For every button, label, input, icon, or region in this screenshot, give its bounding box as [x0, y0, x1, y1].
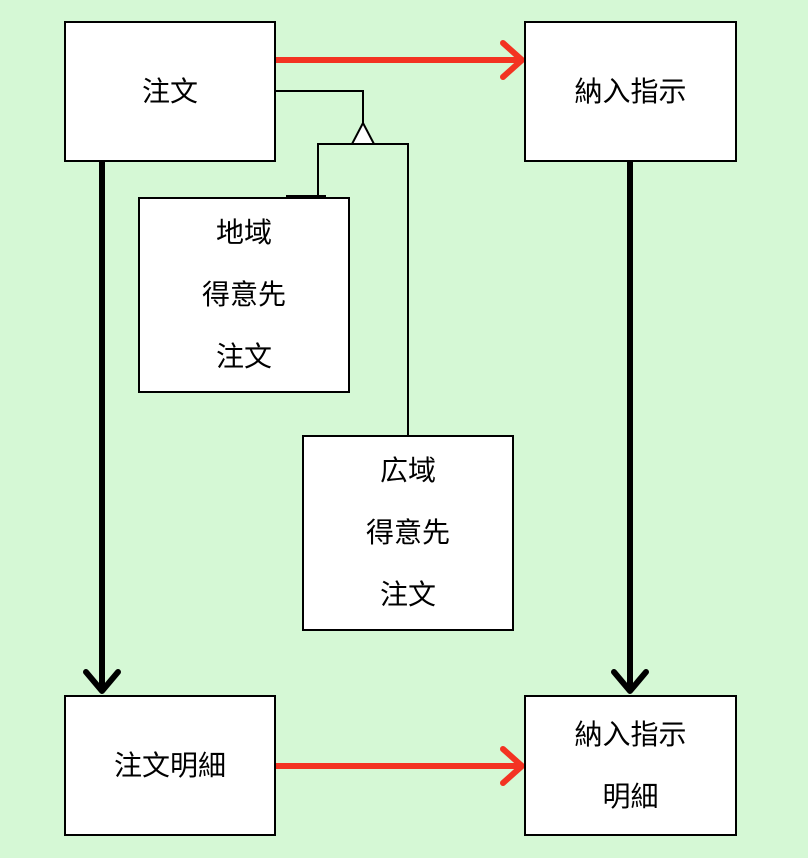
- entity-label-line: 得意先: [201, 278, 286, 311]
- arrow-orderdetail-to-deliverydetail: [276, 746, 525, 786]
- entity-order-label: 注文: [141, 74, 198, 108]
- arrow-order-to-orderdetail: [83, 161, 121, 694]
- entity-regional-customer-order[interactable]: 地域 得意先 注文: [138, 197, 350, 393]
- arrow-order-to-delivery: [276, 40, 525, 80]
- entity-order-detail[interactable]: 注文明細: [64, 695, 276, 836]
- entity-label-line: 納入指示: [574, 717, 687, 751]
- entity-label-line: 広域: [379, 454, 436, 487]
- entity-delivery-instruction-label: 納入指示: [574, 74, 687, 108]
- entity-order-detail-label: 注文明細: [113, 748, 226, 782]
- entity-wide-area-customer-order[interactable]: 広域 得意先 注文: [302, 435, 514, 631]
- subtype-triangle-icon: [350, 120, 376, 145]
- entity-label-line: 注文: [215, 340, 272, 373]
- arrow-delivery-to-deliverydetail: [611, 161, 649, 694]
- entity-order[interactable]: 注文: [64, 21, 276, 162]
- entity-label-line: 明細: [602, 779, 659, 813]
- entity-delivery-instruction-detail[interactable]: 納入指示 明細: [524, 695, 737, 836]
- entity-label-line: 注文: [379, 578, 436, 611]
- entity-label-line: 地域: [215, 216, 272, 249]
- subtype-connector: [276, 90, 409, 436]
- entity-label-line: 得意先: [365, 516, 450, 549]
- entity-delivery-instruction[interactable]: 納入指示: [524, 21, 737, 162]
